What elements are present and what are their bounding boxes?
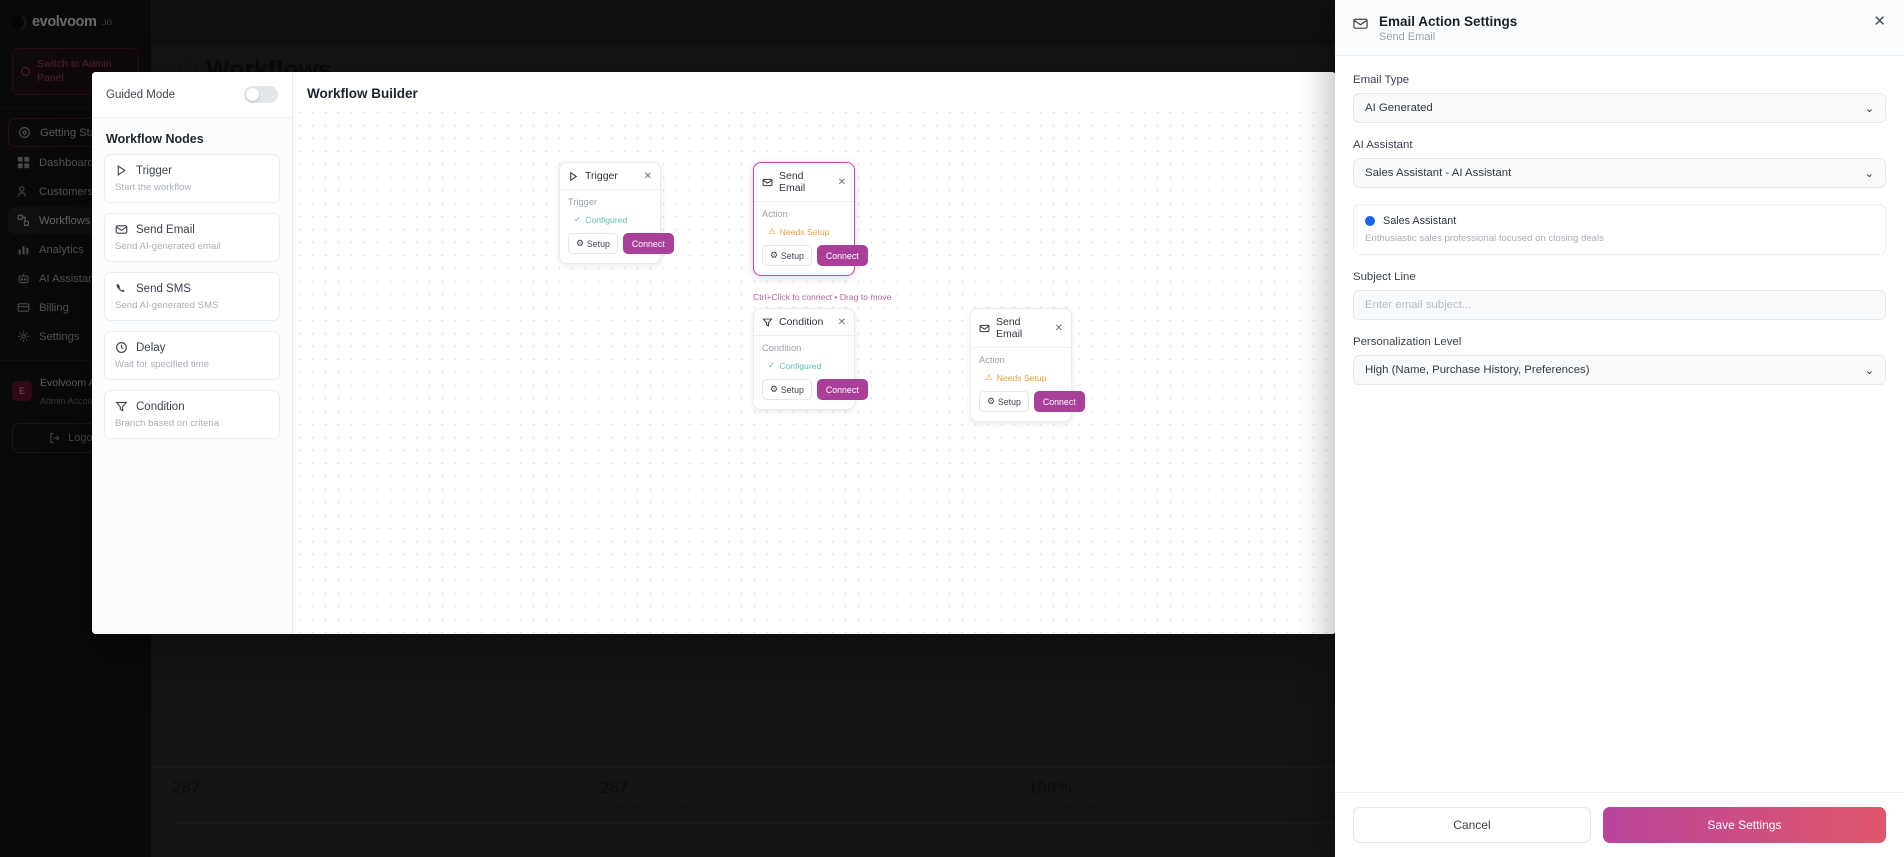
panel-title: Email Action Settings [1379, 14, 1518, 29]
canvas-node-send-email-selected[interactable]: Send Email ✕ Action ⚠ Needs Setup ⚙ Setu [753, 162, 868, 276]
close-icon[interactable]: ✕ [643, 170, 652, 182]
assistant-preview-card: Sales Assistant Enthusiastic sales profe… [1353, 204, 1886, 255]
email-type-select[interactable]: AI Generated ⌄ [1353, 93, 1886, 123]
filter-icon [115, 401, 128, 412]
chevron-down-icon: ⌄ [1864, 364, 1874, 377]
panel-subtitle: Send Email [1379, 31, 1436, 43]
cancel-button[interactable]: Cancel [1353, 807, 1591, 843]
panel-footer: Cancel Save Settings [1335, 792, 1904, 857]
close-icon[interactable]: ✕ [1054, 322, 1063, 334]
close-icon[interactable]: ✕ [1873, 13, 1886, 30]
palette-item-send-sms[interactable]: Send SMS Send AI-generated SMS [104, 272, 280, 321]
connect-button[interactable]: Connect [816, 379, 868, 400]
palette-item-delay[interactable]: Delay Wait for specified time [104, 331, 280, 380]
setup-button[interactable]: ⚙ Setup [568, 233, 618, 254]
close-icon[interactable]: ✕ [837, 316, 846, 328]
panel-body: Email Type AI Generated ⌄ AI Assistant S… [1335, 56, 1904, 792]
gear-icon: ⚙ [987, 396, 995, 406]
workflow-builder-modal: Guided Mode Workflow Nodes Trigger Start… [92, 72, 1336, 634]
subject-line-input[interactable]: Enter email subject... [1353, 290, 1886, 320]
guided-mode-row: Guided Mode [92, 72, 292, 118]
builder-sidebar: Guided Mode Workflow Nodes Trigger Start… [92, 72, 293, 634]
warning-icon: ⚠ [985, 372, 993, 382]
status-badge: ✓ Configured [574, 214, 628, 225]
envelope-icon [1353, 18, 1368, 29]
ai-assistant-value: Sales Assistant - AI Assistant [1365, 167, 1512, 179]
workflow-canvas[interactable]: Trigger ✕ Trigger ✓ Configured ⚙ Setup [293, 106, 1336, 634]
play-icon [117, 164, 126, 177]
builder-canvas-area: Workflow Builder Trigger ✕ Trigger [293, 72, 1336, 634]
connect-button[interactable]: Connect [816, 245, 868, 266]
status-badge: ⚠ Needs Setup [985, 372, 1047, 383]
assistant-name: Sales Assistant [1383, 215, 1457, 227]
personalization-level-label: Personalization Level [1353, 336, 1462, 348]
connect-button[interactable]: Connect [1033, 391, 1085, 412]
status-badge: ⚠ Needs Setup [768, 226, 830, 237]
subject-line-label: Subject Line [1353, 271, 1416, 283]
gear-icon: ⚙ [576, 238, 584, 248]
ai-assistant-select[interactable]: Sales Assistant - AI Assistant ⌄ [1353, 158, 1886, 188]
palette-item-condition[interactable]: Condition Branch based on criteria [104, 390, 280, 439]
canvas-node-condition[interactable]: Condition ✕ Condition ✓ Configured ⚙ Set [753, 308, 868, 410]
panel-header: Email Action Settings Send Email ✕ [1335, 0, 1904, 56]
canvas-node-send-email-2[interactable]: Send Email ✕ Action ⚠ Needs Setup ⚙ Setu [970, 308, 1085, 422]
setup-button[interactable]: ⚙ Setup [762, 379, 812, 400]
filter-icon [762, 318, 773, 327]
check-icon: ✓ [768, 360, 776, 370]
connection-edges [293, 106, 593, 256]
close-icon[interactable]: ✕ [837, 176, 846, 188]
envelope-icon [979, 324, 990, 332]
gear-icon: ⚙ [770, 250, 778, 260]
clock-icon [116, 342, 127, 353]
envelope-icon [115, 225, 128, 234]
status-dot-icon [1365, 216, 1375, 226]
canvas-node-trigger[interactable]: Trigger ✕ Trigger ✓ Configured ⚙ Setup [559, 162, 674, 264]
toggle-knob [246, 88, 259, 101]
email-type-label: Email Type [1353, 74, 1410, 86]
chevron-down-icon: ⌄ [1864, 102, 1874, 115]
canvas-title: Workflow Builder [307, 86, 418, 101]
canvas-hint: Ctrl+Click to connect • Drag to move [753, 292, 892, 302]
setup-button[interactable]: ⚙ Setup [979, 391, 1029, 412]
envelope-icon [762, 178, 773, 186]
email-action-settings-panel: Email Action Settings Send Email ✕ Email… [1335, 0, 1904, 857]
palette-item-trigger[interactable]: Trigger Start the workflow [104, 154, 280, 203]
setup-button[interactable]: ⚙ Setup [762, 245, 812, 266]
guided-mode-label: Guided Mode [106, 88, 176, 101]
save-settings-button[interactable]: Save Settings [1602, 807, 1886, 843]
palette-item-send-email[interactable]: Send Email Send AI-generated email [104, 213, 280, 262]
check-icon: ✓ [574, 214, 582, 224]
assistant-description: Enthusiastic sales professional focused … [1365, 233, 1604, 244]
phone-icon [116, 283, 125, 292]
connect-button[interactable]: Connect [622, 233, 674, 254]
ai-assistant-label: AI Assistant [1353, 139, 1413, 151]
gear-icon: ⚙ [770, 384, 778, 394]
status-badge: ✓ Configured [768, 360, 822, 371]
email-type-value: AI Generated [1365, 102, 1433, 114]
personalization-level-value: High (Name, Purchase History, Preference… [1365, 364, 1590, 376]
play-icon [570, 171, 578, 181]
personalization-level-select[interactable]: High (Name, Purchase History, Preference… [1353, 355, 1886, 385]
warning-icon: ⚠ [768, 226, 776, 236]
chevron-down-icon: ⌄ [1864, 167, 1874, 180]
workflow-nodes-heading: Workflow Nodes [106, 132, 204, 146]
guided-mode-toggle[interactable] [244, 86, 278, 103]
